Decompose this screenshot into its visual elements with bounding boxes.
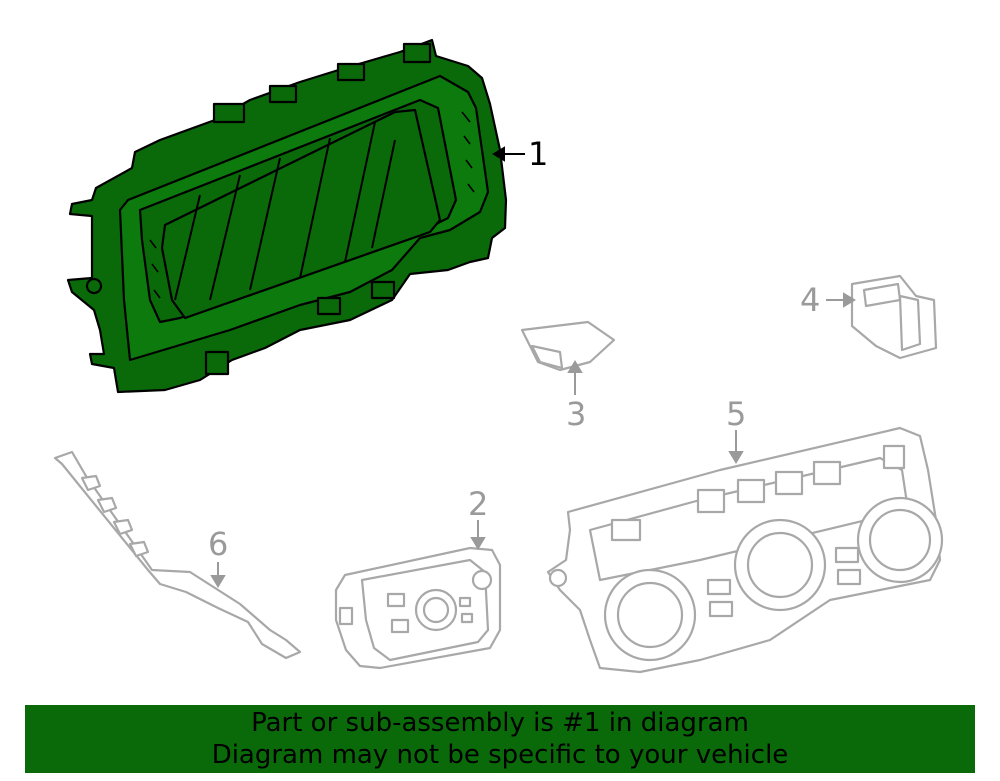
callout-4[interactable]: 4: [800, 281, 821, 319]
part-1-instrument-cluster[interactable]: [66, 38, 508, 394]
banner-line-2: Diagram may not be specific to your vehi…: [211, 740, 789, 770]
part-3-bracket[interactable]: [520, 320, 616, 372]
leader-5: [728, 430, 744, 464]
banner-line-1: Part or sub-assembly is #1 in diagram: [251, 708, 749, 738]
leader-2: [470, 520, 486, 550]
part-2-headlight-switch[interactable]: [334, 546, 502, 670]
callout-1[interactable]: 1: [528, 135, 549, 173]
part-4-switch[interactable]: [850, 274, 938, 360]
part-6-trim-strip[interactable]: [53, 450, 302, 660]
part-5-climate-control-panel[interactable]: [546, 426, 944, 674]
callout-5[interactable]: 5: [726, 395, 747, 433]
notice-banner: Part or sub-assembly is #1 in diagram Di…: [25, 705, 975, 773]
parts-diagram: [53, 38, 944, 674]
leader-3: [567, 360, 583, 395]
callout-6[interactable]: 6: [208, 525, 229, 563]
leader-1: [492, 146, 525, 162]
callout-2[interactable]: 2: [468, 485, 489, 523]
leader-4: [826, 292, 856, 308]
leader-6: [210, 562, 226, 588]
callout-3[interactable]: 3: [566, 395, 587, 433]
